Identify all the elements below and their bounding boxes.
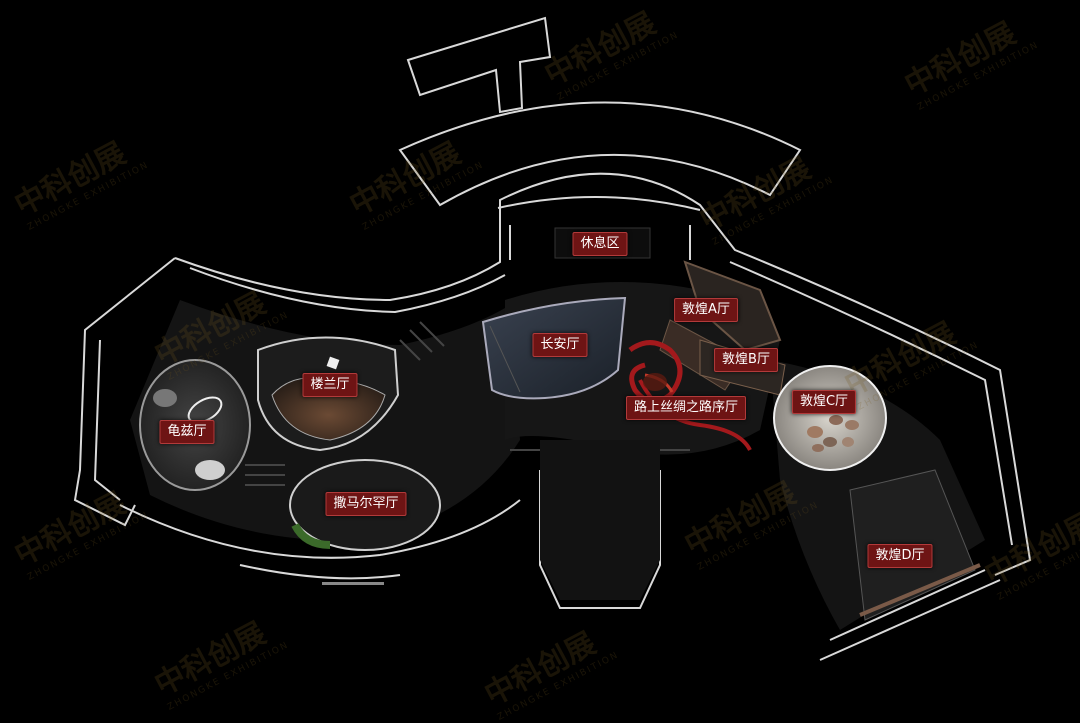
- room-label-dunhuang-b-hall[interactable]: 敦煌B厅: [714, 348, 778, 372]
- dunhuang-c-hall-zone: [773, 365, 887, 471]
- room-label-dunhuang-d-hall[interactable]: 敦煌D厅: [867, 544, 933, 568]
- room-label-samarkand-hall[interactable]: 撒马尔罕厅: [325, 492, 407, 516]
- scale-bar: [322, 582, 384, 585]
- room-label-silk-road-prologue-hall[interactable]: 路上丝绸之路序厅: [625, 396, 747, 420]
- silk-road-prologue-hall-zone: [628, 340, 752, 452]
- room-label-changan-hall[interactable]: 长安厅: [532, 333, 588, 357]
- room-label-dunhuang-a-hall[interactable]: 敦煌A厅: [674, 298, 738, 322]
- corridor-lines: [245, 321, 690, 486]
- room-label-rest-area[interactable]: 休息区: [572, 232, 628, 256]
- room-label-loulan-hall[interactable]: 楼兰厅: [302, 373, 358, 397]
- room-label-qiuci-hall[interactable]: 龟兹厅: [159, 420, 215, 444]
- room-label-dunhuang-c-hall[interactable]: 敦煌C厅: [791, 390, 857, 414]
